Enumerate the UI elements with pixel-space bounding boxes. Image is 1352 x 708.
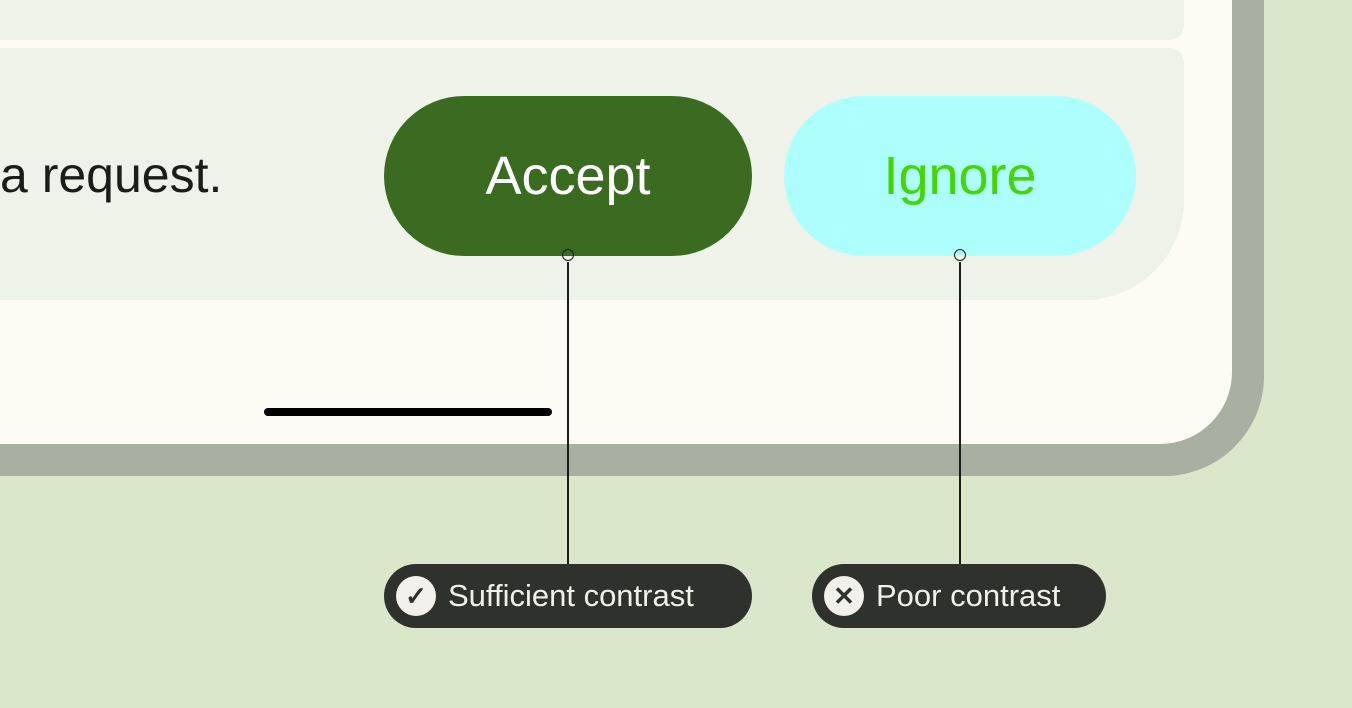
callout-line [959,262,961,564]
request-message: a request. [0,147,223,203]
accept-button[interactable]: Accept [384,96,752,256]
sufficient-contrast-label: ✓ Sufficient contrast [384,564,752,628]
callout-dot [954,249,966,261]
check-icon: ✓ [396,576,436,616]
callout-line [567,262,569,564]
previous-card [0,0,1184,40]
ignore-button[interactable]: Ignore [784,96,1136,256]
home-indicator[interactable] [264,408,552,416]
poor-contrast-label: ✕ Poor contrast [812,564,1106,628]
callout-dot [562,249,574,261]
close-icon: ✕ [824,576,864,616]
annotation-text: Sufficient contrast [448,578,694,613]
annotation-text: Poor contrast [876,578,1061,613]
